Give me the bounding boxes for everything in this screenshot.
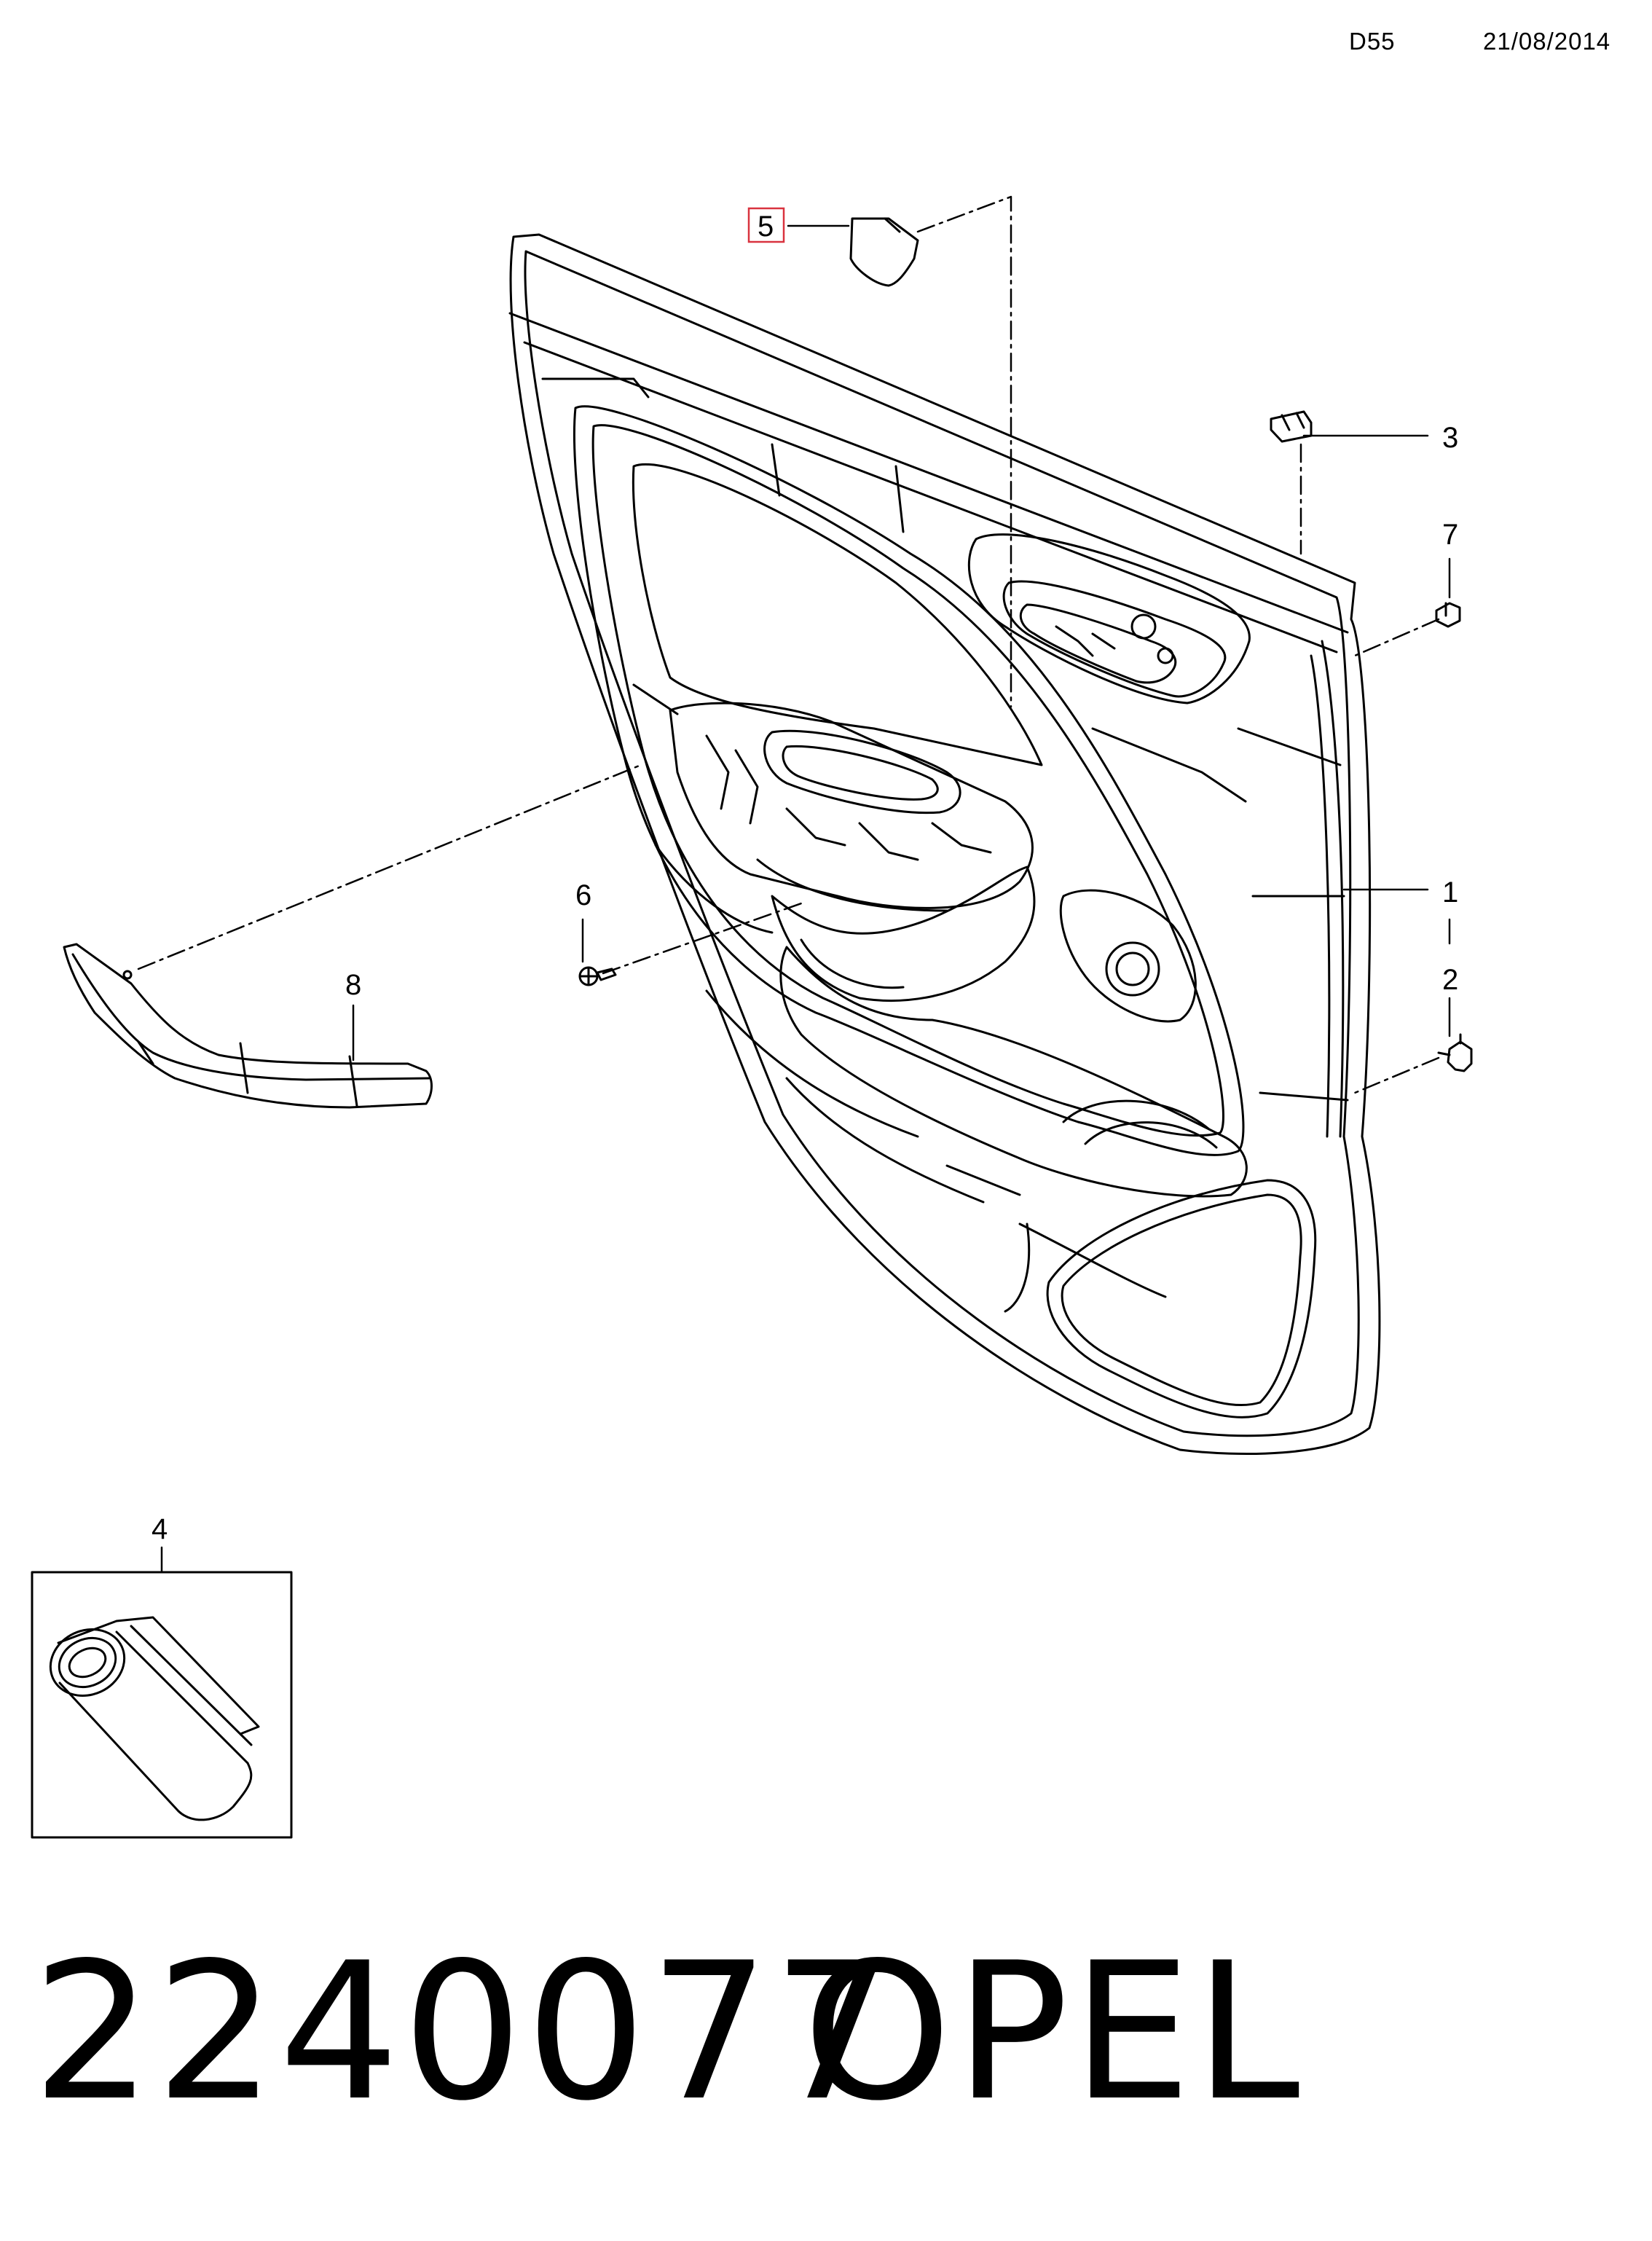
callout-8: 8 xyxy=(345,969,361,1001)
part-7-clip xyxy=(1435,602,1461,628)
part-8-armrest-trim xyxy=(63,943,433,1109)
door-trim-panel xyxy=(508,233,1381,1456)
diagram-date: 21/08/2014 xyxy=(1483,28,1611,55)
part-4-roll-box xyxy=(31,1571,293,1839)
part-2-fastener xyxy=(1437,1033,1473,1072)
callout-2: 2 xyxy=(1442,964,1458,996)
callout-5-highlight xyxy=(747,207,785,243)
part-6-screw xyxy=(578,966,617,986)
diagram-code: D55 xyxy=(1349,28,1396,55)
callout-labels: 1 2 3 4 5 6 7 8 xyxy=(152,211,1458,1545)
part-3-clip xyxy=(1270,410,1313,443)
callout-3: 3 xyxy=(1442,422,1458,454)
callout-4: 4 xyxy=(152,1513,168,1545)
leader-lines xyxy=(160,224,1451,1574)
brand-name: OPEL xyxy=(803,1923,1303,2143)
callout-1: 1 xyxy=(1442,876,1458,908)
assembly-lines xyxy=(137,195,1440,1094)
part-number: 2240077 xyxy=(32,1923,896,2143)
callout-6: 6 xyxy=(575,879,591,911)
callout-5: 5 xyxy=(758,211,774,243)
callout-7: 7 xyxy=(1442,519,1458,551)
part-5-cap xyxy=(849,217,919,287)
